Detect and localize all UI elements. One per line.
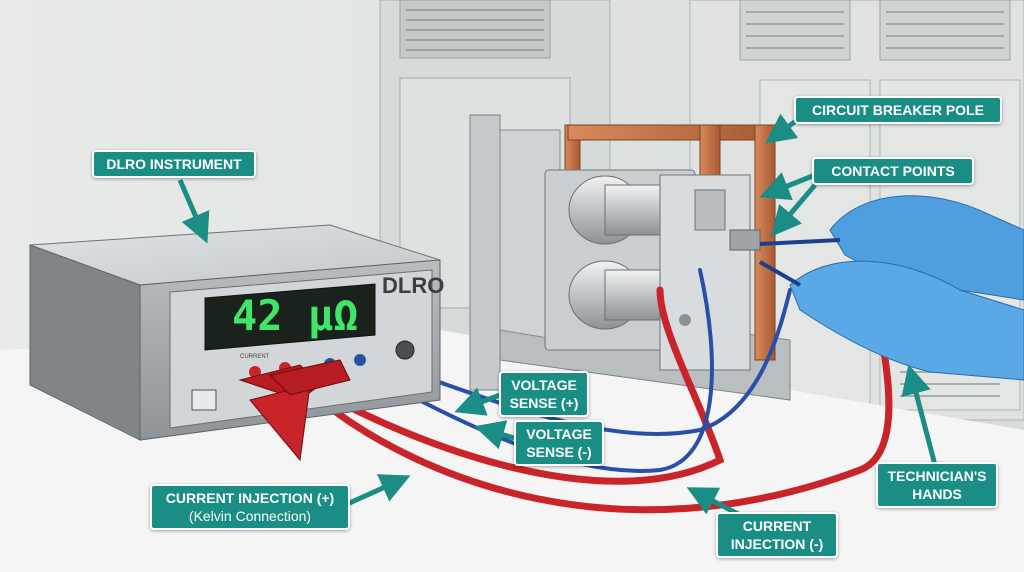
instrument-brand: DLRO <box>382 273 444 298</box>
label-current-injection-positive: CURRENT INJECTION (+) (Kelvin Connection… <box>150 484 350 530</box>
label-line-2: (Kelvin Connection) <box>188 508 312 524</box>
label-line-2: SENSE (-) <box>526 444 592 460</box>
arrow-icon <box>686 487 742 518</box>
arrow-icon <box>177 179 210 244</box>
label-circuit-breaker-pole: CIRCUIT BREAKER POLE <box>794 96 1002 124</box>
label-voltage-sense-negative: VOLTAGE SENSE (-) <box>514 420 604 466</box>
display-reading: 42 μΩ <box>232 291 358 340</box>
label-contact-points: CONTACT POINTS <box>812 157 974 185</box>
red-alligator-clips <box>238 359 351 462</box>
label-voltage-sense-positive: VOLTAGE SENSE (+) <box>499 371 589 417</box>
arrow-icon <box>901 364 938 466</box>
control-knob <box>395 340 415 360</box>
label-line-1: CURRENT INJECTION (+) <box>165 490 335 506</box>
label-contact-points-text: CONTACT POINTS <box>831 163 955 179</box>
technician-hands <box>759 195 1024 381</box>
panel-current-label: CURRENT <box>240 354 270 360</box>
arrow-icon <box>759 172 816 201</box>
circuit-breaker-pole <box>469 114 791 401</box>
label-circuit-breaker-pole-text: CIRCUIT BREAKER POLE <box>812 102 984 118</box>
label-line-1: CURRENT <box>742 518 812 534</box>
arrow-icon <box>474 420 515 450</box>
arrow-icon <box>343 474 411 508</box>
label-dlro-instrument: DLRO INSTRUMENT <box>92 150 256 178</box>
arrow-icon <box>454 387 501 416</box>
label-line-2: INJECTION (-) <box>730 536 824 552</box>
dlro-instrument: 42 μΩ DLRO CURRENT <box>29 224 444 441</box>
label-line-2: HANDS <box>912 486 962 502</box>
label-line-1: VOLTAGE <box>511 377 577 393</box>
power-switch <box>191 389 217 411</box>
instrument-display <box>204 283 376 351</box>
arrow-icon <box>771 183 817 237</box>
label-dlro-instrument-text: DLRO INSTRUMENT <box>106 156 242 172</box>
label-line-1: VOLTAGE <box>526 426 592 442</box>
label-line-2: SENSE (+) <box>509 395 579 411</box>
label-technicians-hands: TECHNICIAN'S HANDS <box>876 462 998 508</box>
label-current-injection-negative: CURRENT INJECTION (-) <box>716 512 838 558</box>
label-line-1: TECHNICIAN'S <box>887 468 987 484</box>
